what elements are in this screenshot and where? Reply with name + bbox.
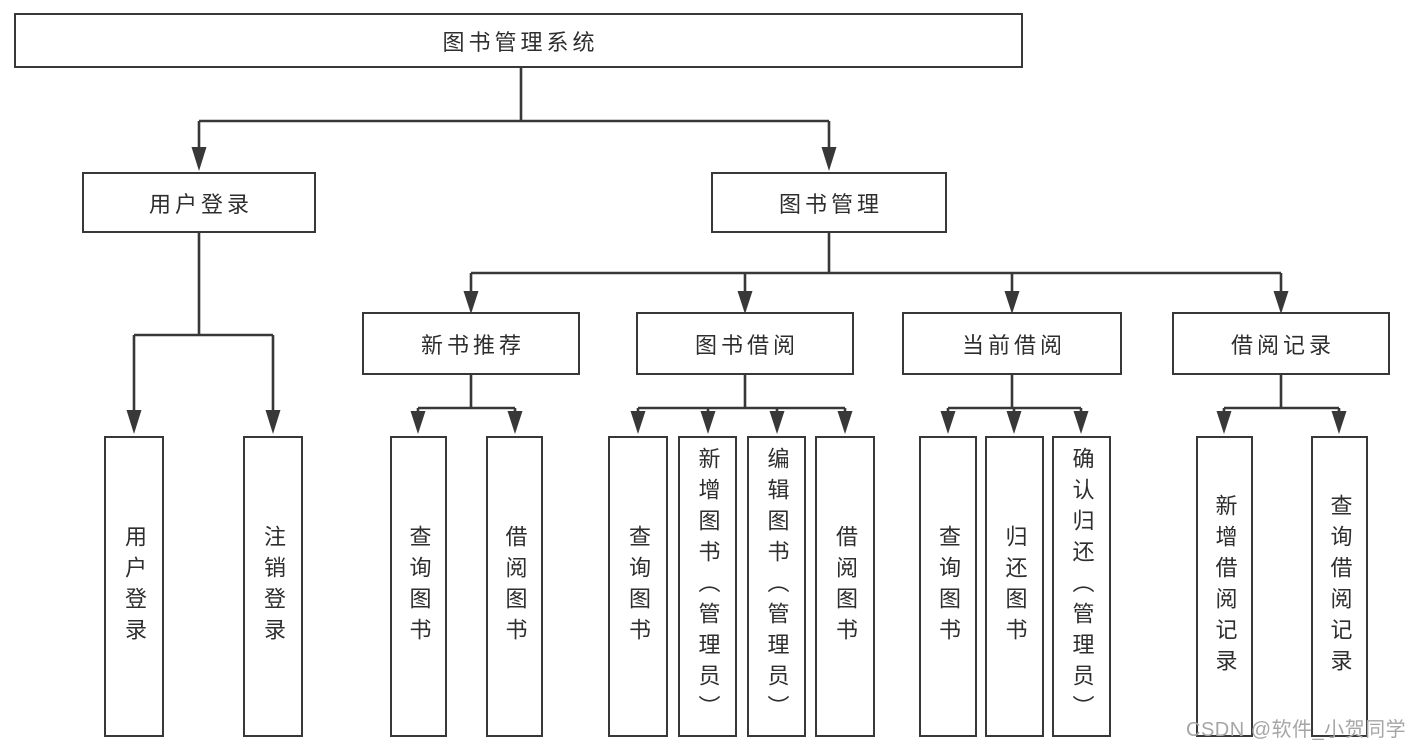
node-label: 图书管理 <box>778 191 883 217</box>
node-label: 借阅记录 <box>1230 332 1335 358</box>
node-label: 新增图书（管理员） <box>695 447 721 726</box>
node-label: 查询图书 <box>936 524 961 649</box>
leaf-user-login: 用户登录 <box>104 436 164 737</box>
leaf-logout: 注销登录 <box>243 436 303 737</box>
node-label: 查询图书 <box>406 524 432 649</box>
node-user-login: 用户登录 <box>82 172 316 233</box>
node-label: 查询借阅记录 <box>1327 493 1353 680</box>
node-book-borrow: 图书借阅 <box>636 312 854 375</box>
leaf-borrow-book-recommend: 借阅图书 <box>486 436 543 737</box>
node-label: 查询图书 <box>626 524 651 649</box>
leaf-edit-book-admin: 编辑图书（管理员） <box>747 436 806 737</box>
leaf-query-book-current: 查询图书 <box>919 436 977 737</box>
node-label: 当前借阅 <box>961 332 1066 358</box>
node-label: 确认归还（管理员） <box>1069 447 1095 726</box>
node-label: 归还图书 <box>1002 524 1028 649</box>
node-label: 用户登录 <box>148 191 253 217</box>
node-label: 新书推荐 <box>420 332 525 358</box>
leaf-borrow-book: 借阅图书 <box>815 436 875 737</box>
node-borrow-records: 借阅记录 <box>1172 312 1390 375</box>
node-label: 图书管理系统 <box>442 29 599 55</box>
leaf-confirm-return-admin: 确认归还（管理员） <box>1052 436 1111 737</box>
leaf-add-book-admin: 新增图书（管理员） <box>678 436 737 737</box>
csdn-watermark: CSDN @软件_小贺同学 <box>1186 719 1405 741</box>
node-label: 借阅图书 <box>833 524 858 649</box>
node-label: 用户登录 <box>122 524 147 649</box>
node-label: 新增借阅记录 <box>1212 493 1238 680</box>
node-root-system: 图书管理系统 <box>14 13 1023 68</box>
leaf-query-borrow-record: 查询借阅记录 <box>1311 436 1368 737</box>
node-book-management: 图书管理 <box>711 172 947 233</box>
node-current-borrow: 当前借阅 <box>902 312 1122 375</box>
node-label: 编辑图书（管理员） <box>764 447 790 726</box>
arrowheads <box>126 147 1347 434</box>
node-label: 注销登录 <box>261 524 286 649</box>
node-label: 图书借阅 <box>694 332 799 358</box>
leaf-query-book-recommend: 查询图书 <box>390 436 447 737</box>
leaf-query-book-borrow: 查询图书 <box>608 436 668 737</box>
leaf-return-book: 归还图书 <box>985 436 1044 737</box>
node-label: 借阅图书 <box>502 524 528 649</box>
node-new-book-recommend: 新书推荐 <box>362 312 580 375</box>
leaf-add-borrow-record: 新增借阅记录 <box>1196 436 1253 737</box>
